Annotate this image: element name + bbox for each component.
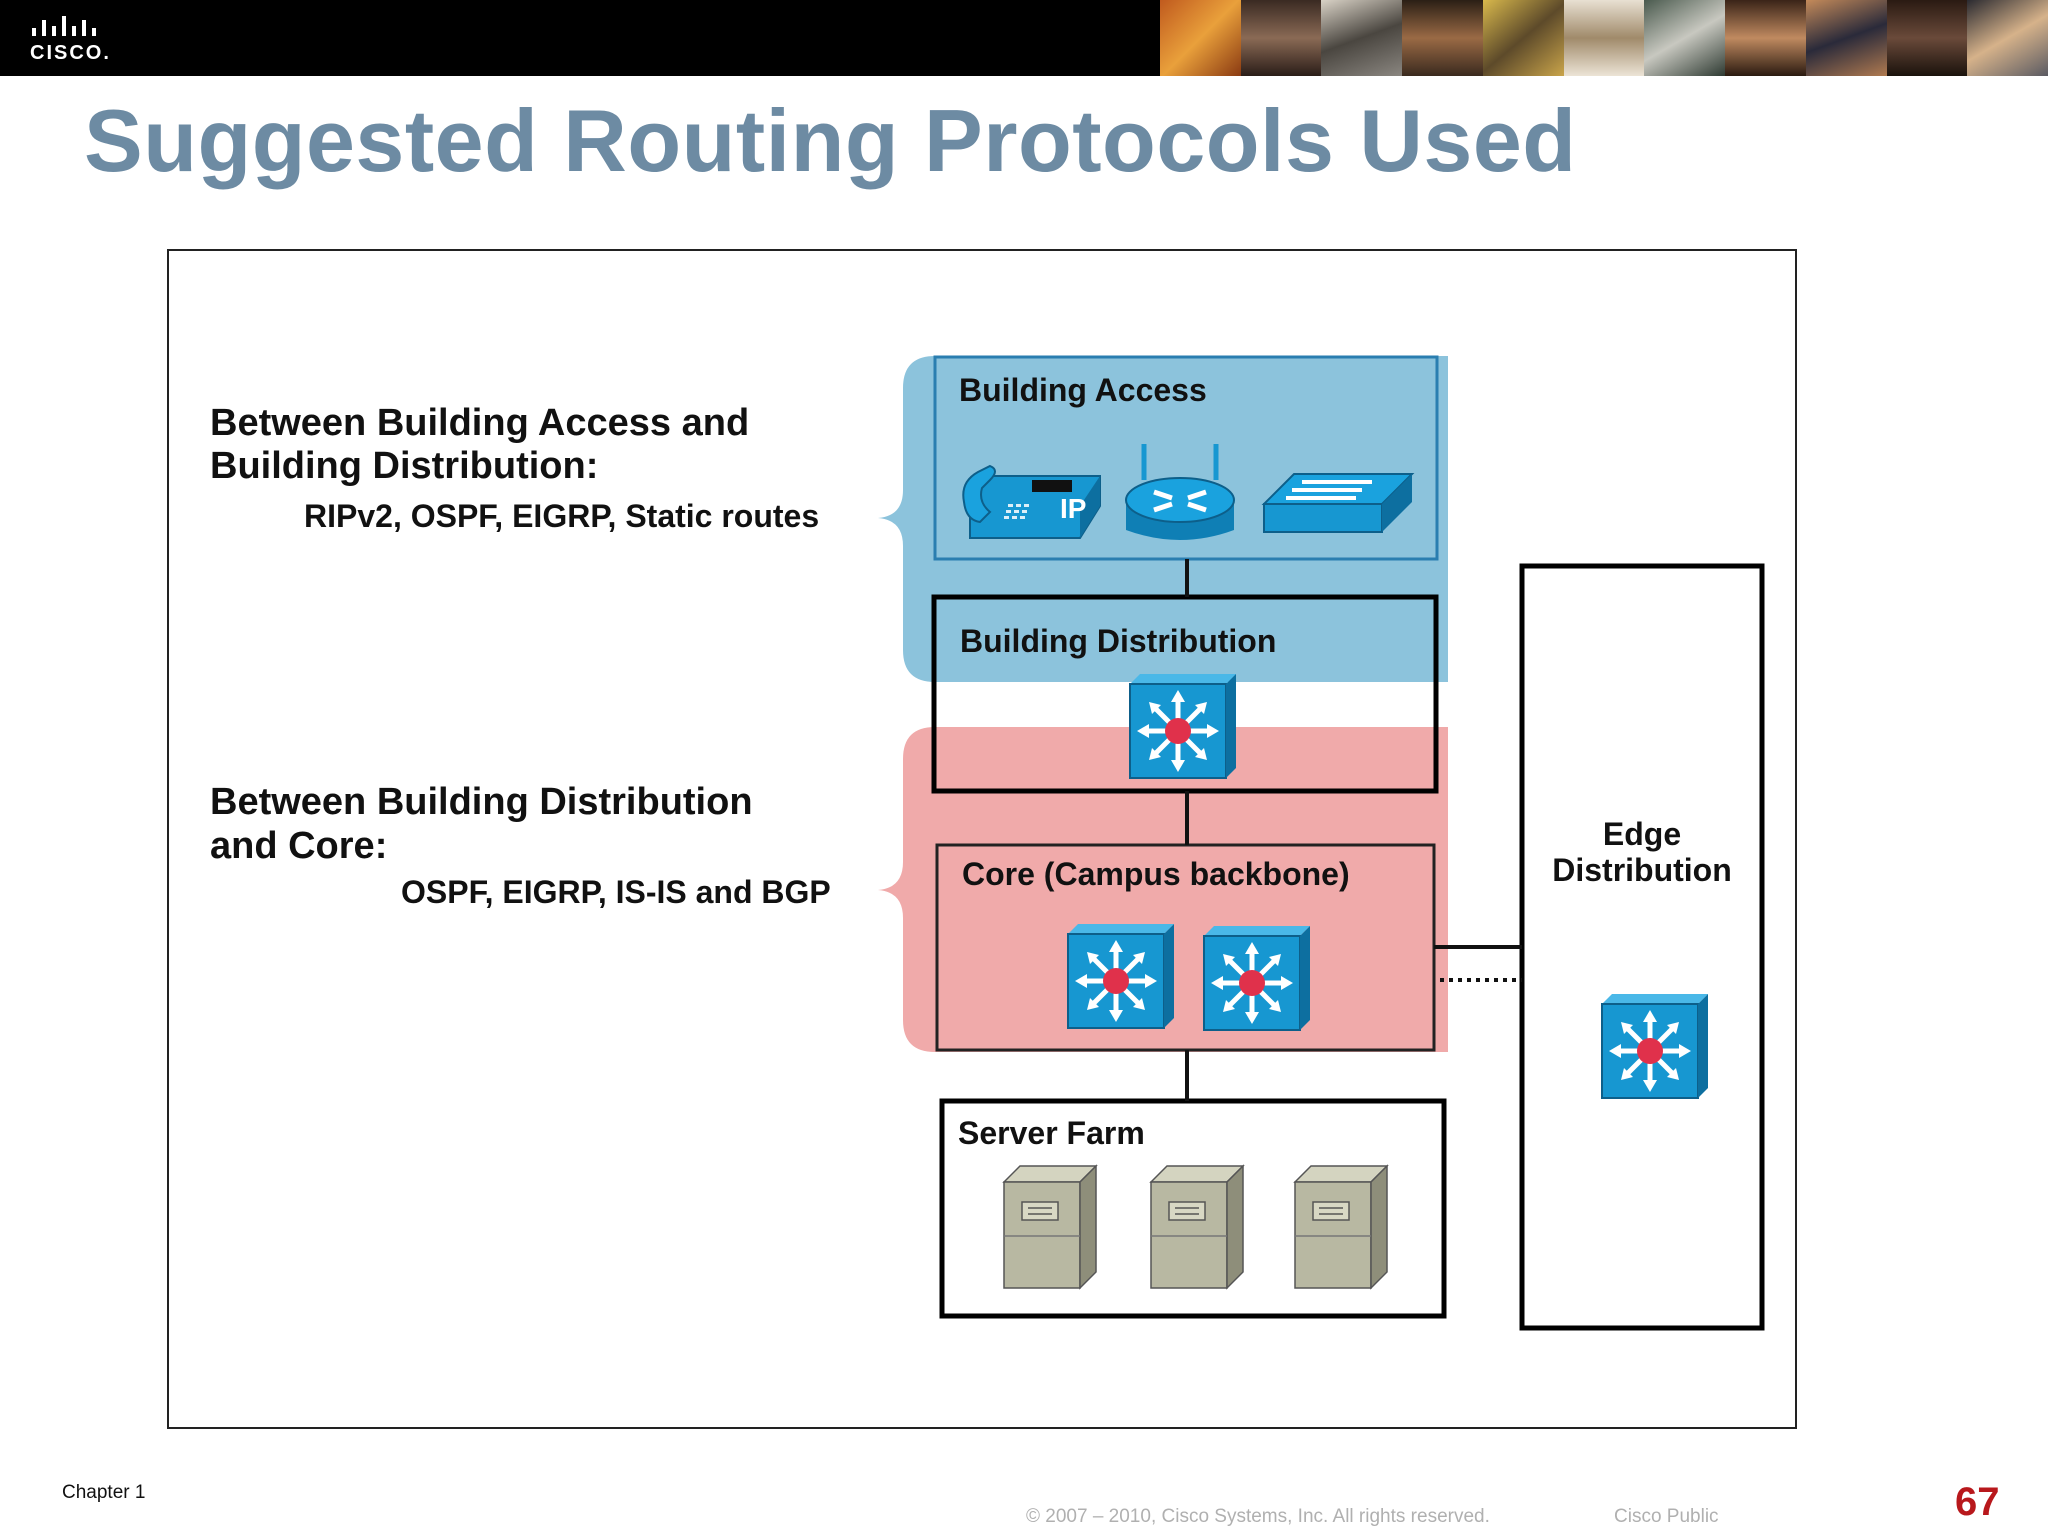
header-bar: CISCO. [0,0,2048,76]
cisco-bars-icon [32,16,96,36]
core-multilayer-switch-icon-1 [1068,924,1174,1028]
page-title: Suggested Routing Protocols Used [84,91,1577,190]
phone-ip-badge: IP [1060,493,1086,524]
group2-heading-line1: Between Building Distribution [210,781,753,823]
edge-multilayer-switch-icon [1602,994,1708,1098]
classification-text: Cisco Public [1614,1506,1719,1527]
edge-distribution-box [1519,563,1765,1331]
core-label: Core (Campus backbone) [962,856,1350,892]
group1-heading-line2: Building Distribution: [210,445,599,487]
logo-text: CISCO. [30,42,111,64]
server-farm-label: Server Farm [958,1115,1145,1151]
diagram-frame [167,249,1797,1429]
server-icon-1 [1003,1165,1097,1289]
page-number: 67 [1955,1480,2000,1524]
cisco-logo: CISCO. [30,14,120,66]
photo-strip [1160,0,2048,76]
group1-heading-line1: Between Building Access and [210,402,750,444]
ip-phone-icon [962,464,1101,539]
distribution-multilayer-switch-icon [1130,674,1236,778]
server-icon-3 [1294,1165,1388,1289]
edge-distribution-label-line1: Edge [1602,816,1682,852]
server-icon-2 [1150,1165,1244,1289]
group2-protocols: OSPF, EIGRP, IS-IS and BGP [401,874,831,910]
group1-protocols: RIPv2, OSPF, EIGRP, Static routes [304,498,820,534]
group2-heading-line2: and Core: [210,825,388,867]
switch-icon [1261,473,1415,533]
router-icon [1125,444,1235,540]
building-access-label: Building Access [959,372,1207,408]
chapter-label: Chapter 1 [62,1482,146,1503]
core-multilayer-switch-icon-2 [1204,926,1310,1030]
copyright-text: © 2007 – 2010, Cisco Systems, Inc. All r… [1026,1506,1490,1527]
edge-distribution-label-line2: Distribution [1552,852,1732,888]
building-distribution-label: Building Distribution [960,623,1277,659]
